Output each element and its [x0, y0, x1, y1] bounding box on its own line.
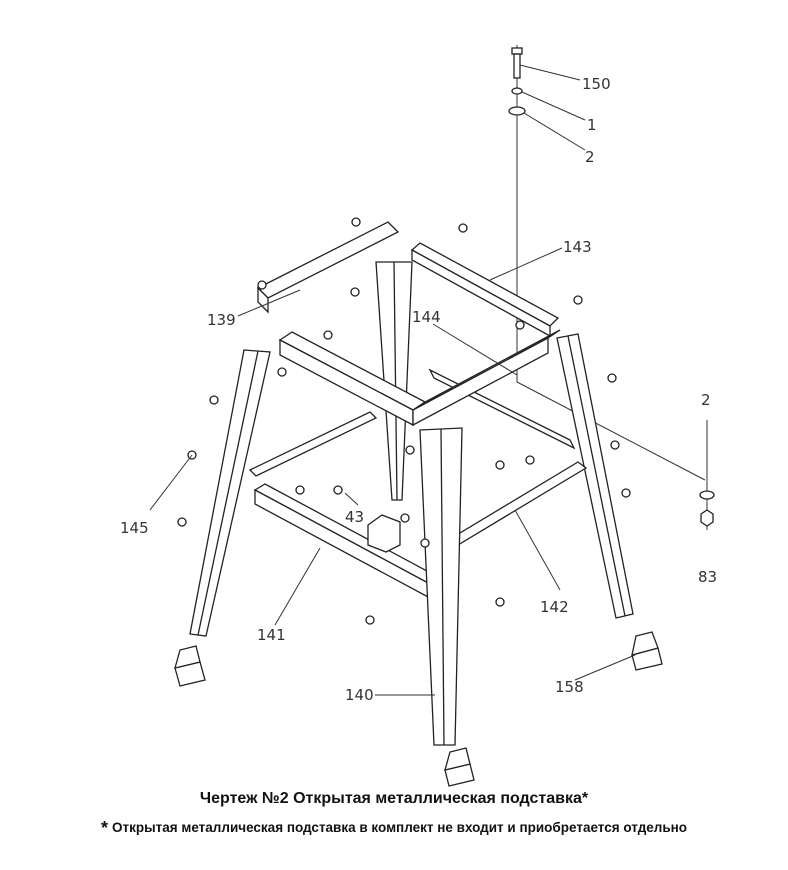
leg-back	[375, 261, 413, 501]
rail-lower-back	[248, 411, 378, 477]
label-141: 141	[257, 626, 286, 644]
label-43: 43	[345, 508, 364, 526]
foot-158	[174, 631, 663, 787]
note-text: Открытая металлическая подставка в компл…	[111, 820, 688, 835]
label-83: 83	[698, 568, 717, 586]
label-140: 140	[345, 686, 374, 704]
assembly-axis-line	[516, 381, 706, 481]
figure-title: Чертеж №2 Открытая металлическая подстав…	[199, 790, 589, 807]
bolt-150	[508, 47, 526, 116]
rail-142	[438, 461, 588, 552]
leg-140	[419, 427, 463, 746]
label-144: 144	[412, 308, 441, 326]
label-150: 150	[582, 75, 611, 93]
bracket-43	[367, 514, 401, 553]
label-139: 139	[207, 311, 236, 329]
note-asterisk: *	[100, 818, 108, 838]
label-158: 158	[555, 678, 584, 696]
figure-note: *Открытая металлическая подставка в комп…	[0, 818, 788, 839]
nut-83	[700, 509, 714, 527]
rail-top-right	[412, 336, 549, 427]
label-145: 145	[120, 519, 149, 537]
leader-lines	[149, 64, 636, 696]
label-142: 142	[540, 598, 569, 616]
label-143: 143	[563, 238, 592, 256]
washer-2	[699, 490, 715, 500]
rail-141	[253, 483, 442, 585]
label-2-right: 2	[701, 391, 711, 409]
label-1: 1	[587, 116, 597, 134]
label-2: 2	[585, 148, 595, 166]
bolts	[177, 217, 631, 625]
leg-left	[189, 349, 271, 637]
leg-right	[556, 333, 634, 619]
plate-139	[256, 221, 400, 299]
